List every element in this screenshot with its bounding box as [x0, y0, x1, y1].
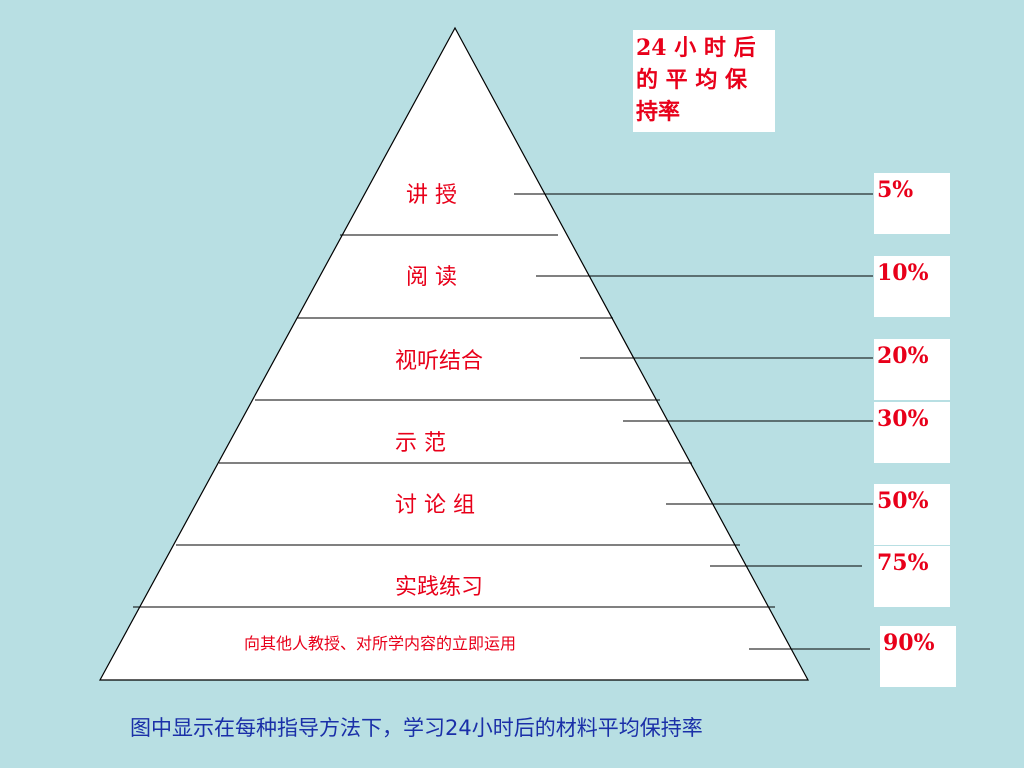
- level-label-lecture: 讲 授: [406, 183, 457, 208]
- header-line: 24 小 时 后: [636, 35, 756, 61]
- slide-caption: 图中显示在每种指导方法下，学习24小时后的材料平均保持率: [130, 716, 703, 740]
- retention-value-discussion: 50%: [874, 484, 950, 545]
- header-line: 持率: [636, 99, 681, 125]
- retention-value-practice: 75%: [874, 546, 950, 607]
- retention-value-reading: 10%: [874, 256, 950, 317]
- level-label-teaching-others: 向其他人教授、对所学内容的立即运用: [244, 634, 517, 653]
- level-label-audiovisual: 视听结合: [395, 349, 484, 374]
- level-label-practice: 实践练习: [395, 575, 484, 600]
- retention-value-demonstration: 30%: [874, 402, 950, 463]
- level-label-demonstration: 示 范: [395, 431, 446, 456]
- retention-header: 24 小 时 后 的 平 均 保 持率: [633, 30, 775, 132]
- level-label-reading: 阅 读: [406, 265, 457, 290]
- header-line: 的 平 均 保: [636, 67, 747, 93]
- retention-value-audiovisual: 20%: [874, 339, 950, 400]
- pyramid-outline: [98, 26, 810, 681]
- retention-value-teaching-others: 90%: [880, 626, 956, 687]
- retention-value-lecture: 5%: [874, 173, 950, 234]
- level-label-discussion: 讨 论 组: [395, 493, 475, 518]
